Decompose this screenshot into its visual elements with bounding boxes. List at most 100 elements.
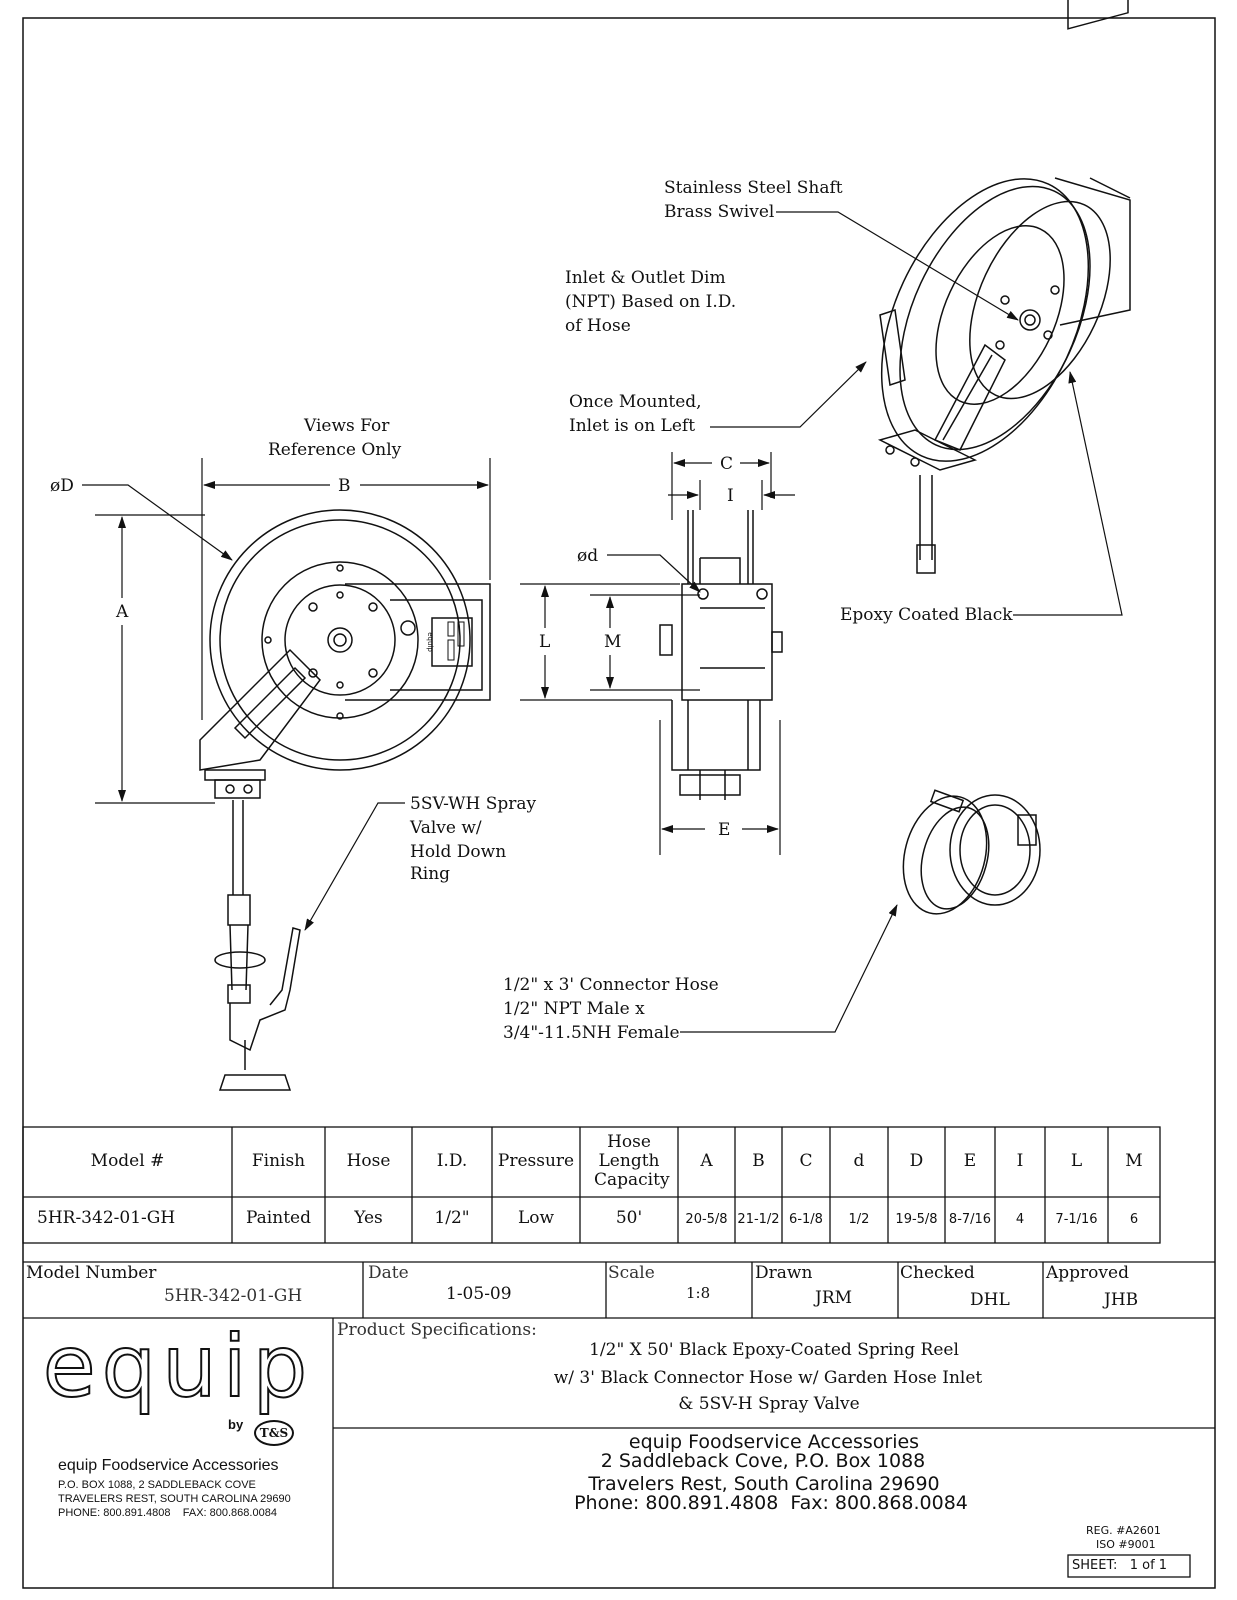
side-view-reel bbox=[659, 510, 783, 800]
label-plate-text: equip bbox=[425, 632, 434, 652]
scale-value: 1:8 bbox=[686, 1284, 711, 1302]
spec-header-cell: I bbox=[1016, 1151, 1024, 1171]
spec-value-cell: 50' bbox=[615, 1208, 643, 1228]
callout-mounted-1: Once Mounted, bbox=[569, 392, 702, 412]
checked-value: DHL bbox=[970, 1290, 1010, 1310]
spec-header-cell: L bbox=[1070, 1151, 1083, 1171]
equip-logo: equip bbox=[42, 1317, 314, 1417]
spec-value-cell: 21-1/2 bbox=[737, 1212, 780, 1227]
spec-value-cell: 5HR-342-01-GH bbox=[37, 1208, 176, 1228]
spec-value-cell: 7-1/16 bbox=[1055, 1212, 1098, 1227]
ts-logo: T&S bbox=[254, 1420, 294, 1446]
company-phone: PHONE: 800.891.4808 FAX: 800.868.0084 bbox=[58, 1507, 277, 1519]
spec-value-cell: 4 bbox=[1015, 1212, 1025, 1227]
reg-number: REG. #A2601 bbox=[1086, 1524, 1161, 1537]
callout-inlet-1: Inlet & Outlet Dim bbox=[565, 268, 726, 288]
spec-line-1: 1/2" X 50' Black Epoxy-Coated Spring Ree… bbox=[589, 1340, 959, 1360]
dim-label-B: B bbox=[338, 476, 351, 496]
center-line-4: Phone: 800.891.4808 Fax: 800.868.0084 bbox=[574, 1492, 968, 1514]
callout-inlet-3: of Hose bbox=[565, 316, 631, 336]
callout-shaft-2: Brass Swivel bbox=[664, 202, 775, 222]
front-view-reel bbox=[199, 509, 491, 799]
spec-header-cell: C bbox=[799, 1151, 813, 1171]
callout-inlet-2: (NPT) Based on I.D. bbox=[565, 292, 737, 312]
spec-value-cell: 6-1/8 bbox=[789, 1212, 823, 1227]
dim-label-dD: øD bbox=[50, 476, 74, 496]
dim-label-A: A bbox=[116, 602, 129, 622]
spec-value-cell: 8-7/16 bbox=[948, 1212, 992, 1227]
spray-valve bbox=[214, 800, 301, 1091]
callout-valve-1: 5SV-WH Spray bbox=[410, 794, 537, 814]
spec-value-cell: Yes bbox=[354, 1208, 383, 1228]
callout-hose-2: 1/2" NPT Male x bbox=[503, 999, 645, 1019]
isometric-reel bbox=[877, 0, 1131, 574]
company-addr1: P.O. BOX 1088, 2 SADDLEBACK COVE bbox=[58, 1479, 256, 1491]
callout-shaft-1: Stainless Steel Shaft bbox=[664, 178, 843, 198]
dim-label-L: L bbox=[539, 632, 551, 652]
callout-epoxy: Epoxy Coated Black bbox=[840, 605, 1013, 625]
callout-mounted-2: Inlet is on Left bbox=[569, 416, 696, 436]
dim-label-C: C bbox=[720, 454, 734, 474]
dim-label-E: E bbox=[718, 820, 731, 840]
connector-hose bbox=[902, 789, 1041, 915]
iso-number: ISO #9001 bbox=[1096, 1538, 1156, 1551]
callout-valve-3: Hold Down bbox=[410, 842, 507, 862]
model-number-label: Model Number bbox=[26, 1263, 157, 1283]
date-label: Date bbox=[368, 1263, 409, 1283]
center-line-2: 2 Saddleback Cove, P.O. Box 1088 bbox=[600, 1450, 926, 1472]
spec-header-cell: E bbox=[963, 1151, 977, 1171]
center-line-3: Travelers Rest, South Carolina 29690 bbox=[588, 1473, 940, 1495]
spec-header-cell: I.D. bbox=[436, 1151, 468, 1171]
spec-line-2: w/ 3' Black Connector Hose w/ Garden Hos… bbox=[553, 1368, 983, 1388]
sheet-border bbox=[22, 17, 1216, 1589]
callout-leaders bbox=[304, 211, 1123, 1033]
callout-valve-2: Valve w/ bbox=[410, 818, 482, 838]
approved-value: JHB bbox=[1104, 1290, 1139, 1310]
checked-label: Checked bbox=[900, 1263, 975, 1283]
callout-valve-4: Ring bbox=[410, 864, 451, 884]
spec-header-cell: Hose Length Capacity bbox=[594, 1132, 670, 1190]
spec-value-cell: 6 bbox=[1129, 1212, 1139, 1227]
spec-header-cell: A bbox=[700, 1151, 713, 1171]
logo-by: by bbox=[228, 1417, 244, 1432]
spec-value-cell: Low bbox=[517, 1208, 555, 1228]
spec-value-cell: 20-5/8 bbox=[685, 1212, 728, 1227]
spec-header-cell: d bbox=[853, 1151, 865, 1171]
spec-header-cell: B bbox=[752, 1151, 765, 1171]
spec-value-cell: 19-5/8 bbox=[895, 1212, 938, 1227]
dimension-lines bbox=[82, 452, 795, 855]
sheet-number: SHEET: 1 of 1 bbox=[1072, 1558, 1168, 1573]
spec-header-cell: Pressure bbox=[497, 1151, 575, 1171]
spec-header-cell: D bbox=[909, 1151, 924, 1171]
callout-views-1: Views For bbox=[304, 416, 390, 436]
spec-header-cell: M bbox=[1125, 1151, 1143, 1171]
center-line-1: equip Foodservice Accessories bbox=[628, 1431, 920, 1453]
date-value: 1-05-09 bbox=[446, 1284, 512, 1304]
dim-label-M: M bbox=[604, 632, 622, 652]
callout-hose-1: 1/2" x 3' Connector Hose bbox=[503, 975, 719, 995]
scale-label: Scale bbox=[608, 1263, 655, 1283]
spec-value-cell: 1/2 bbox=[848, 1212, 870, 1227]
spec-value-cell: Painted bbox=[246, 1208, 311, 1228]
spec-label: Product Specifications: bbox=[337, 1320, 537, 1340]
model-number-value: 5HR-342-01-GH bbox=[164, 1286, 303, 1306]
drawn-value: JRM bbox=[815, 1288, 853, 1308]
label-plate-marks bbox=[447, 621, 465, 661]
dim-label-dd: ød bbox=[577, 546, 599, 566]
drawn-label: Drawn bbox=[755, 1263, 813, 1283]
spec-header-cell: Hose bbox=[346, 1151, 391, 1171]
company-name: equip Foodservice Accessories bbox=[58, 1457, 279, 1474]
dim-label-I: I bbox=[727, 486, 734, 506]
spec-header-cell: Finish bbox=[251, 1151, 306, 1171]
company-addr2: TRAVELERS REST, SOUTH CAROLINA 29690 bbox=[58, 1493, 291, 1505]
spec-line-3: & 5SV-H Spray Valve bbox=[678, 1394, 860, 1414]
title-block-grid bbox=[23, 1261, 1215, 1588]
spec-table-grid bbox=[22, 1126, 1161, 1244]
callout-hose-3: 3/4"-11.5NH Female bbox=[503, 1023, 680, 1043]
spec-value-cell: 1/2" bbox=[434, 1208, 470, 1228]
approved-label: Approved bbox=[1046, 1263, 1129, 1283]
spec-header-cell: Model # bbox=[90, 1151, 165, 1171]
callout-views-2: Reference Only bbox=[268, 440, 402, 460]
